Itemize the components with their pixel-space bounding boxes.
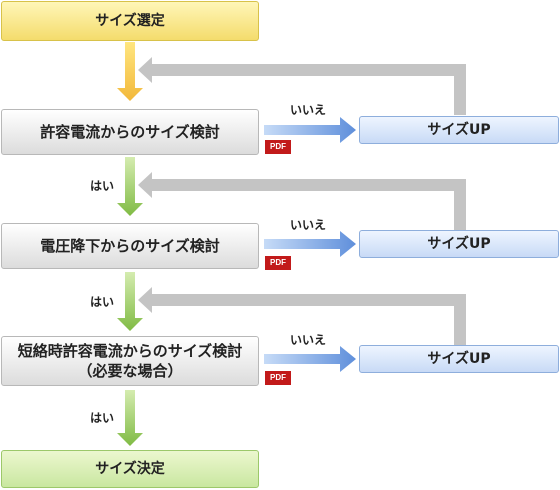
check-box-voltage-drop: 電圧降下からのサイズ検討 bbox=[1, 223, 259, 269]
size-up-label: サイズUP bbox=[427, 122, 491, 138]
no-arrow-2 bbox=[264, 231, 356, 257]
yes-label: はい bbox=[90, 295, 115, 309]
size-up-label: サイズUP bbox=[427, 351, 491, 367]
loop-arrow-3 bbox=[138, 287, 466, 345]
yes-arrow-2 bbox=[117, 272, 143, 331]
no-label: いいえ bbox=[290, 218, 327, 232]
check-label: 電圧降下からのサイズ検討 bbox=[40, 237, 220, 255]
start-arrow bbox=[117, 42, 143, 101]
check-label-note: （必要な場合） bbox=[77, 362, 183, 380]
size-up-label: サイズUP bbox=[427, 236, 491, 252]
no-label: いいえ bbox=[290, 333, 327, 347]
check-label: 短絡時許容電流からのサイズ検討 bbox=[17, 342, 243, 360]
size-up-box: サイズUP bbox=[359, 345, 559, 373]
pdf-link[interactable]: PDF bbox=[265, 140, 291, 154]
loop-arrow-2 bbox=[138, 172, 466, 230]
no-arrow-3 bbox=[264, 346, 356, 372]
check-label: 許容電流からのサイズ検討 bbox=[40, 123, 220, 141]
pdf-link[interactable]: PDF bbox=[265, 371, 291, 385]
check-box-short-circuit: 短絡時許容電流からのサイズ検討 （必要な場合） bbox=[1, 336, 259, 386]
yes-arrow-3 bbox=[117, 390, 143, 446]
yes-label: はい bbox=[90, 179, 115, 193]
loop-arrow-1 bbox=[138, 57, 466, 115]
no-label: いいえ bbox=[290, 103, 327, 117]
yes-label: はい bbox=[90, 411, 115, 425]
check-box-allowable-current: 許容電流からのサイズ検討 bbox=[1, 109, 259, 155]
start-box: サイズ選定 bbox=[1, 1, 259, 41]
no-arrow-1 bbox=[264, 117, 356, 143]
pdf-link[interactable]: PDF bbox=[265, 256, 291, 270]
size-up-box: サイズUP bbox=[359, 116, 559, 144]
end-label: サイズ決定 bbox=[95, 461, 165, 477]
start-label: サイズ選定 bbox=[95, 13, 165, 29]
yes-arrow-1 bbox=[117, 157, 143, 216]
size-up-box: サイズUP bbox=[359, 230, 559, 258]
end-box: サイズ決定 bbox=[1, 450, 259, 488]
